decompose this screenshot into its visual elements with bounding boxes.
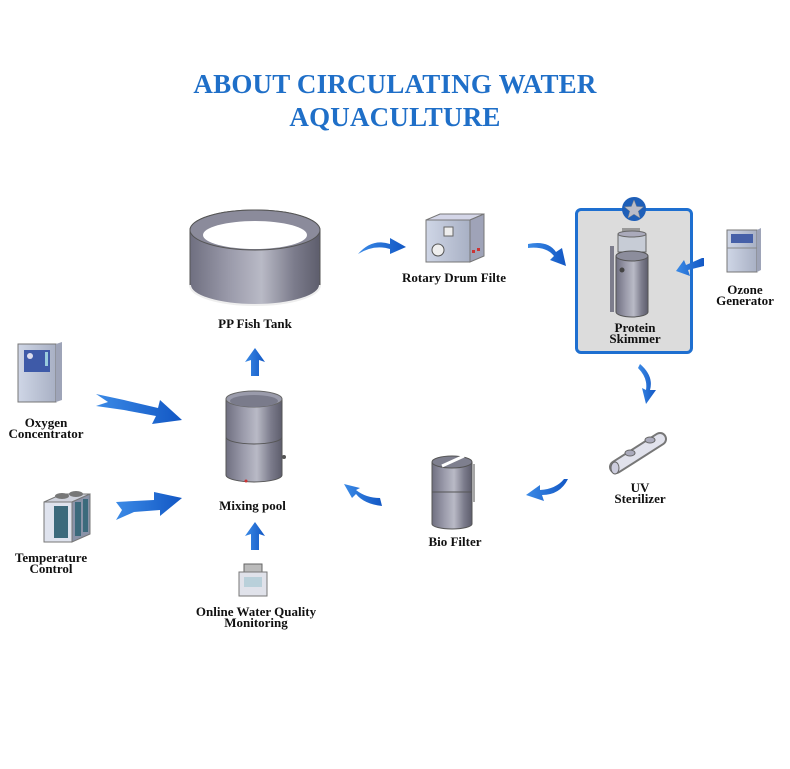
flow-arrow-monitor-to-mixing [245, 522, 265, 550]
ozone-generator-label-line2: Generator [716, 293, 774, 308]
bio-filter-label: Bio Filter [428, 534, 482, 549]
flow-arrow-mixing-to-tank [245, 348, 265, 376]
protein-skimmer-label-line1: Protein [614, 320, 656, 335]
ozone-generator-label-line1: Ozone [727, 282, 763, 297]
mixing-pool-label: Mixing pool [219, 498, 286, 513]
rotary-drum-filter-label: Rotary Drum Filte [402, 270, 506, 285]
uv-sterilizer-label-line1: UV [630, 480, 650, 495]
uv-sterilizer-icon [609, 432, 667, 475]
oxygen-concentrator-label-line1: Oxygen [24, 415, 68, 430]
ozone-generator-icon [726, 228, 761, 273]
temperature-control-label-line2: Control [29, 561, 73, 576]
flow-arrow-drum-to-skimmer [528, 243, 566, 266]
water-quality-label-line1: Online Water Quality [195, 604, 317, 619]
star-badge [622, 197, 646, 221]
skimmer-icon [610, 228, 649, 318]
page-title-line2: AQUACULTURE [289, 102, 501, 132]
water-quality-label-line2: Monitoring [224, 615, 288, 630]
monitor-icon [238, 563, 268, 597]
flow-arrow-temperature-to-mixing [116, 492, 182, 520]
flow-arrow-biofilter-to-mixing [344, 484, 382, 506]
oxygen-concentrator-icon [17, 342, 62, 403]
page-title-line1: ABOUT CIRCULATING WATER [193, 69, 597, 99]
mixing-pool-icon [225, 390, 286, 483]
star-icon [623, 199, 645, 219]
chiller-icon [43, 491, 91, 543]
flow-arrow-oxygen-to-mixing [96, 394, 182, 424]
pp-fish-tank-label: PP Fish Tank [218, 316, 292, 331]
cylinder-tank-icon [189, 209, 321, 306]
flow-arrow-uv-to-biofilter [526, 479, 568, 501]
flow-arrow-skimmer-to-uv [638, 364, 656, 404]
bio-filter-icon [431, 454, 475, 530]
protein-skimmer-label-line2: Skimmer [609, 331, 661, 346]
uv-sterilizer-label-line2: Sterilizer [614, 491, 666, 506]
flow-arrow-tank-to-drum [358, 238, 406, 254]
flow-arrow-ozone-to-skimmer [676, 258, 704, 276]
oxygen-concentrator-label-line2: Concentrator [8, 426, 84, 441]
temperature-control-label-line1: Temperature [14, 550, 88, 565]
drum-filter-icon [425, 213, 485, 263]
